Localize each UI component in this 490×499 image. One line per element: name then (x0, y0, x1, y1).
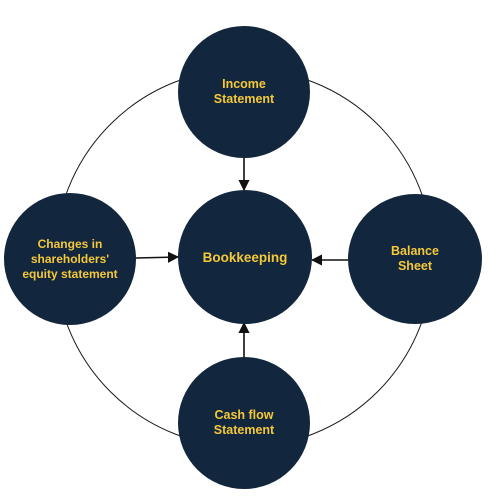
arrow-equity-to-center (135, 251, 180, 263)
node-equity-statement: Changes in shareholders' equity statemen… (4, 193, 136, 325)
node-cash-flow-statement-label: Cash flow Statement (213, 408, 275, 437)
node-balance-sheet: Balance Sheet (348, 194, 482, 324)
node-bookkeeping: Bookkeeping (178, 190, 312, 324)
node-cash-flow-statement: Cash flow Statement (178, 357, 310, 489)
node-bookkeeping-label: Bookkeeping (202, 249, 288, 265)
node-income-statement: Income Statement (178, 26, 310, 158)
node-balance-sheet-label: Balance Sheet (391, 244, 439, 273)
node-income-statement-label: Income Statement (213, 77, 275, 106)
node-equity-statement-label: Changes in shareholders' equity statemen… (22, 236, 118, 281)
